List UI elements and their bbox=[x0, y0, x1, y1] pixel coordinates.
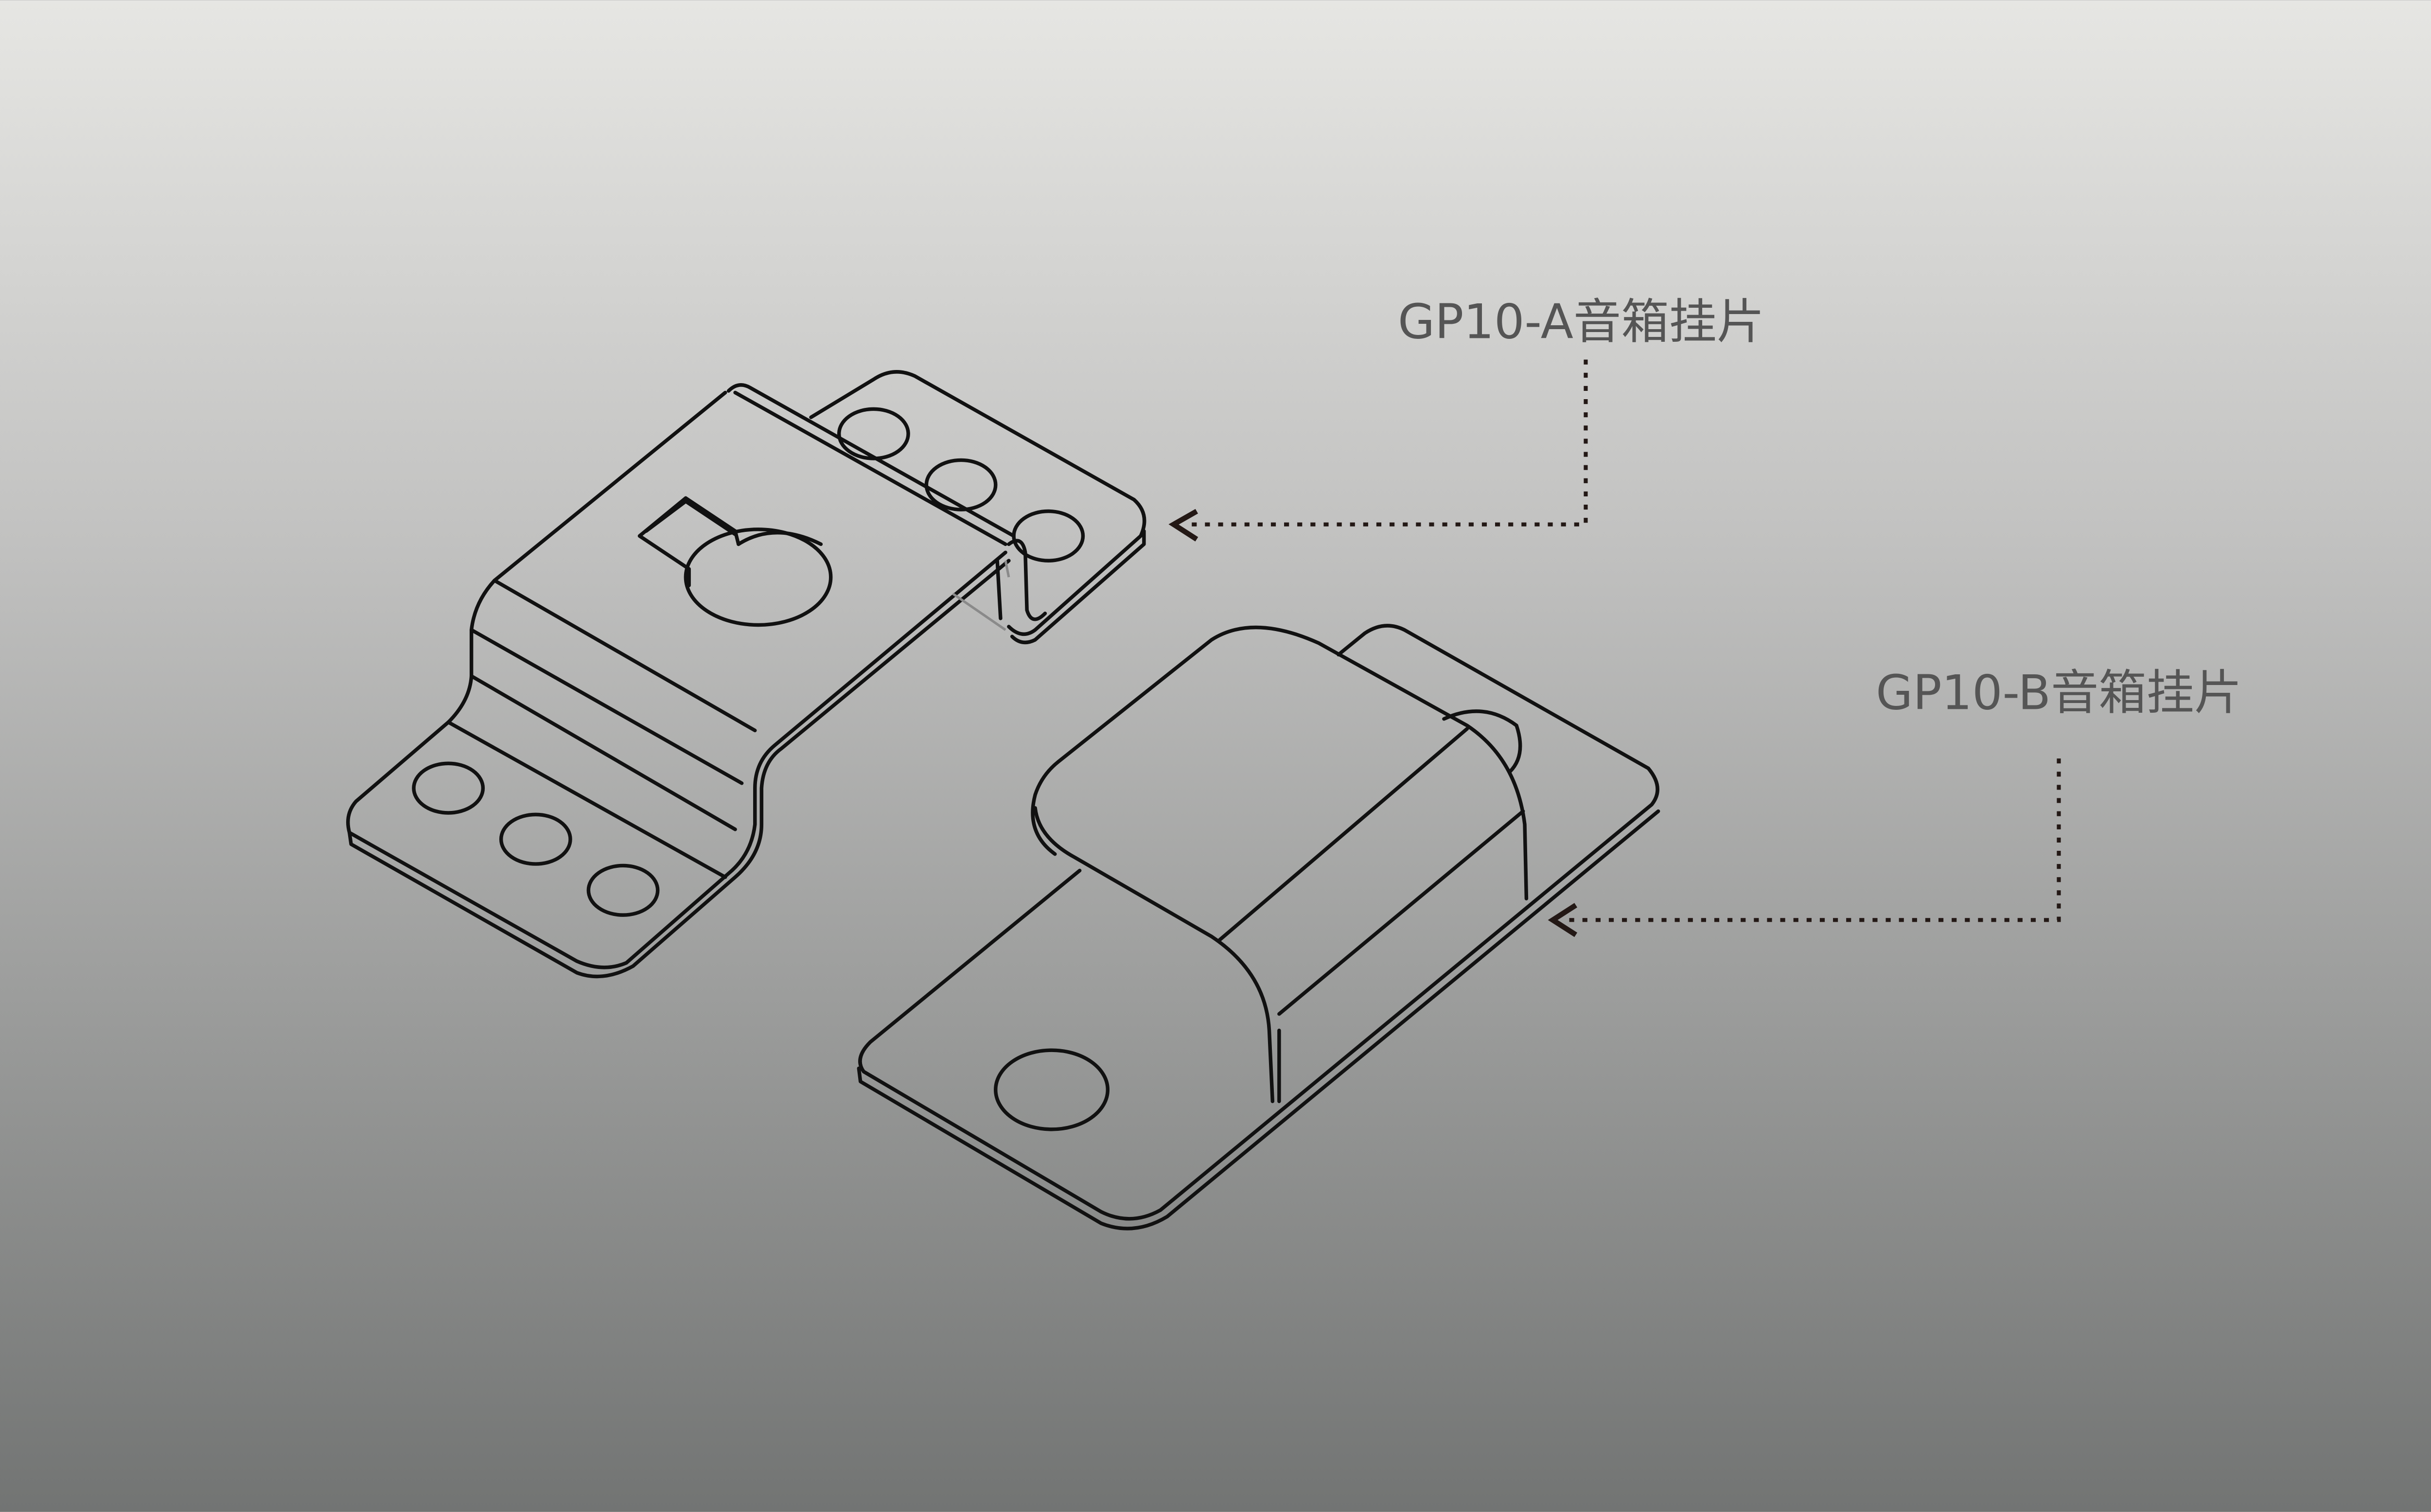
part-a-outline bbox=[346, 383, 1016, 969]
keyhole-slot bbox=[637, 496, 740, 587]
arrow-left-icon bbox=[1548, 903, 1578, 937]
part-a-bend-lines bbox=[446, 390, 1007, 879]
label-gp10-b: GP10-B音箱挂片 bbox=[1876, 665, 2242, 721]
keyhole-circle bbox=[684, 527, 833, 627]
part-a-holes bbox=[412, 407, 1085, 917]
leader-b bbox=[1548, 758, 2061, 937]
part-b-hump bbox=[1031, 625, 1529, 1103]
part-b-bracket bbox=[857, 624, 1660, 1231]
part-b-plate bbox=[857, 624, 1660, 1231]
arrow-left-icon bbox=[1168, 509, 1198, 542]
part-b-hole-small bbox=[1442, 709, 1522, 774]
part-b-hole-large bbox=[994, 1048, 1110, 1131]
label-gp10-a: GP10-A音箱挂片 bbox=[1398, 295, 1764, 350]
part-a-upper-tab bbox=[809, 370, 1146, 636]
leader-a bbox=[1168, 359, 1588, 542]
part-a-bracket bbox=[346, 370, 1146, 979]
